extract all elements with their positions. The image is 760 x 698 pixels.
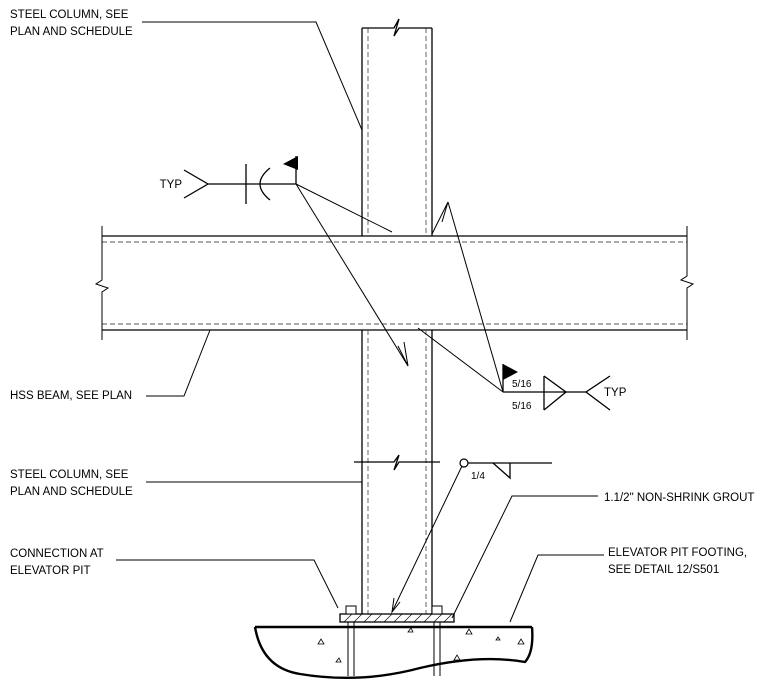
anchor-bolt-right xyxy=(431,605,443,676)
base-plate-assembly xyxy=(339,605,455,676)
weld-size-right-bottom: 5/16 xyxy=(512,401,532,412)
weld-size-right-top: 5/16 xyxy=(512,379,532,390)
weld-typ-top: TYP xyxy=(160,179,183,191)
grout-hatch xyxy=(343,613,453,623)
weld-symbol-right xyxy=(417,201,611,411)
label-grout: 1.1/2" NON-SHRINK GROUT xyxy=(604,492,754,504)
leader-footing xyxy=(509,554,604,623)
leader-connection xyxy=(116,559,339,609)
upper-steel-column xyxy=(361,18,433,236)
weld-symbol-base xyxy=(391,458,552,614)
anchor-bolt-left xyxy=(345,605,357,676)
leader-col-top xyxy=(142,21,363,131)
concrete-aggregate xyxy=(317,627,525,663)
label-footing-2: SEE DETAIL 12/S501 xyxy=(608,564,719,576)
leader-lines xyxy=(116,21,604,623)
leader-grout xyxy=(451,495,598,619)
elevator-pit-footing xyxy=(253,625,534,680)
label-connection-2: ELEVATOR PIT xyxy=(10,565,91,577)
label-steel-column-top-1: STEEL COLUMN, SEE xyxy=(10,9,129,21)
label-hss-beam: HSS BEAM, SEE PLAN xyxy=(10,390,132,402)
leader-beam xyxy=(146,329,211,397)
weld-symbol-top xyxy=(183,156,409,367)
label-steel-column-top-2: PLAN AND SCHEDULE xyxy=(10,26,133,38)
label-steel-column-bottom-2: PLAN AND SCHEDULE xyxy=(10,486,133,498)
label-steel-column-bottom-1: STEEL COLUMN, SEE xyxy=(10,469,129,481)
lower-steel-column xyxy=(354,330,440,614)
label-connection-1: CONNECTION AT xyxy=(10,548,104,560)
weld-all-around-icon xyxy=(459,458,469,468)
weld-typ-right: TYP xyxy=(604,387,627,399)
weld-size-base: 1/4 xyxy=(471,471,485,482)
label-footing-1: ELEVATOR PIT FOOTING, xyxy=(608,547,747,559)
base-plate xyxy=(339,613,455,623)
hss-beam xyxy=(94,226,695,340)
